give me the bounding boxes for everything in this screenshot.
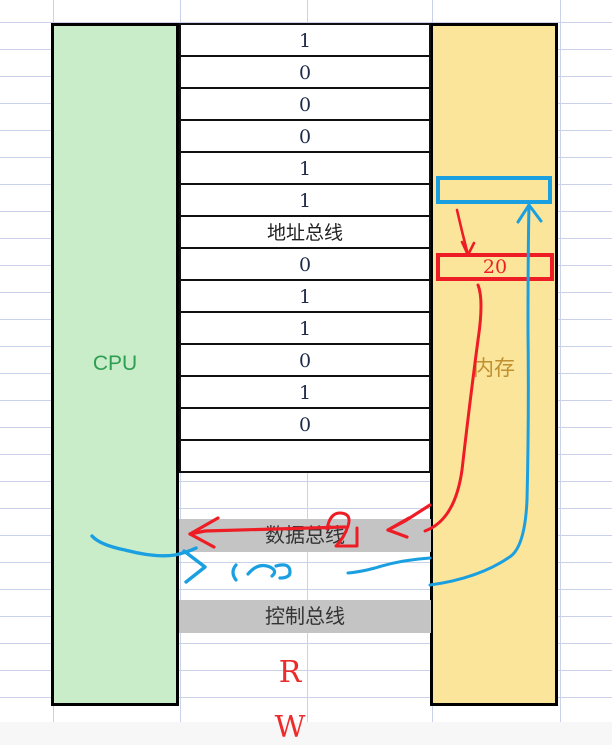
red-box-value: 20 — [482, 256, 508, 278]
read-signal-label: R — [278, 655, 302, 690]
address-bus-row: 1 — [181, 153, 429, 185]
address-bus-row: 0 — [181, 57, 429, 89]
address-bus-row: 0 — [181, 249, 429, 281]
address-bus-row: 0 — [181, 409, 429, 441]
memory-label: 内存 — [473, 356, 515, 380]
address-bus-row-blank — [181, 441, 429, 473]
address-bus-table: 1 0 0 0 1 1 地址总线 0 1 1 0 1 0 — [179, 23, 431, 473]
data-bus-band: 数据总线 — [179, 519, 431, 552]
cpu-label: CPU — [92, 352, 138, 375]
address-bus-row: 0 — [181, 345, 429, 377]
write-signal-label: W — [274, 710, 306, 745]
address-bus-row: 0 — [181, 121, 429, 153]
address-bus-row: 0 — [181, 89, 429, 121]
blue-highlight-box — [436, 176, 552, 204]
address-bus-row: 1 — [181, 185, 429, 217]
address-bus-row: 1 — [181, 377, 429, 409]
address-bus-row: 1 — [181, 313, 429, 345]
control-bus-band: 控制总线 — [179, 600, 431, 633]
address-bus-row: 1 — [181, 25, 429, 57]
cpu-block — [51, 23, 179, 706]
address-bus-label-row: 地址总线 — [181, 217, 429, 249]
address-bus-row: 1 — [181, 281, 429, 313]
